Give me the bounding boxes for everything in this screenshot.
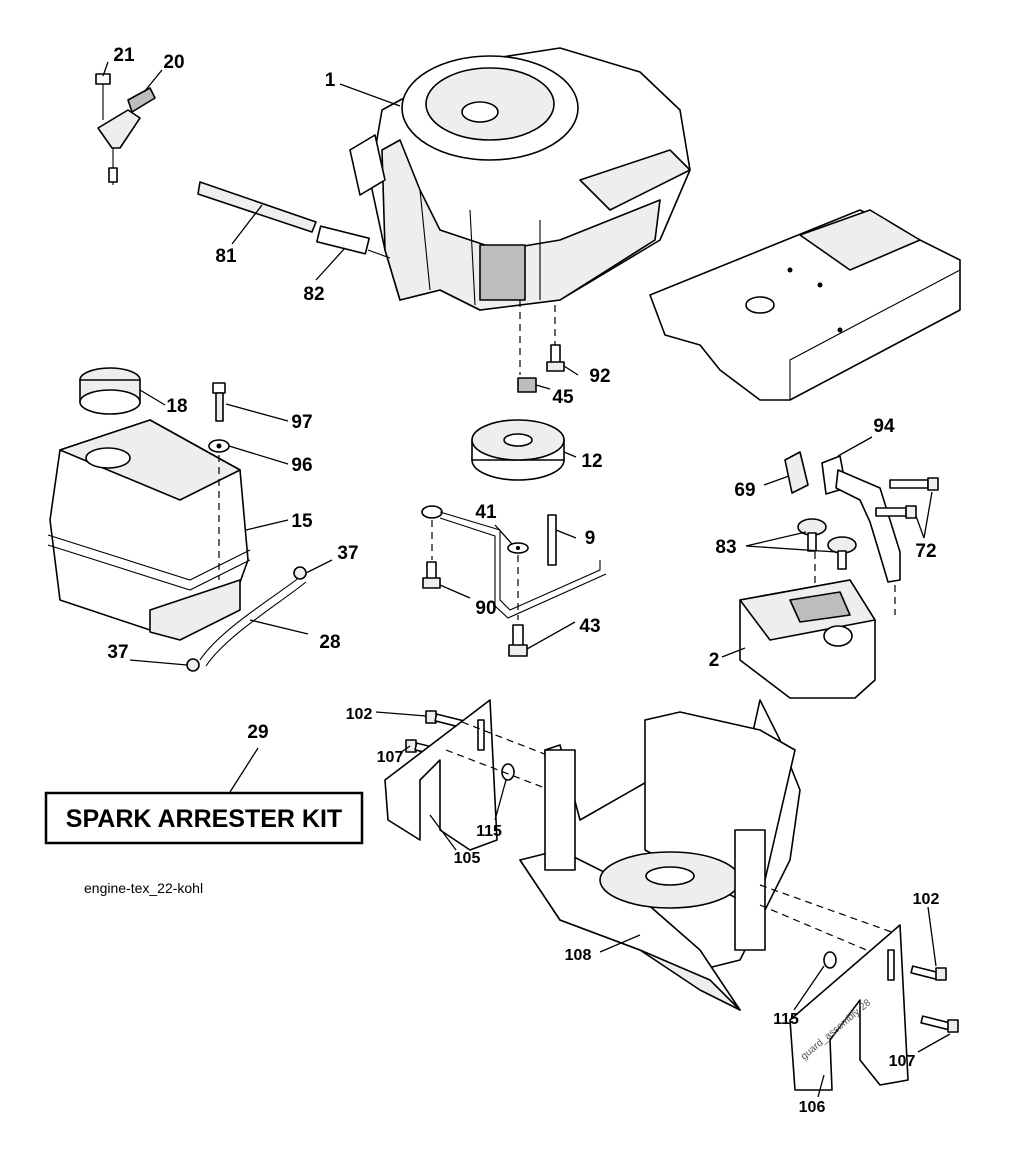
callout-1: 1 xyxy=(325,70,336,91)
callout-9: 9 xyxy=(585,528,596,549)
callout-115b: 115 xyxy=(773,1011,799,1028)
callout-92: 92 xyxy=(589,366,610,387)
knob-83b-part xyxy=(827,536,857,570)
hose-clamp-37b-part xyxy=(186,658,200,672)
callout-102a: 102 xyxy=(346,706,373,723)
callout-45: 45 xyxy=(552,387,574,408)
callout-37b: 37 xyxy=(107,642,128,663)
callout-115a: 115 xyxy=(476,823,502,840)
fuel-line-part xyxy=(199,576,307,667)
rod-9-part xyxy=(547,514,557,566)
bolt-43-part xyxy=(508,624,528,657)
gasket-69-part xyxy=(784,451,809,494)
callout-21: 21 xyxy=(113,45,135,66)
callout-15: 15 xyxy=(291,511,313,532)
callout-97: 97 xyxy=(291,412,312,433)
bolt-102a-part xyxy=(425,710,463,728)
callout-102b: 102 xyxy=(913,891,940,908)
callout-29: 29 xyxy=(247,722,268,743)
callout-82: 82 xyxy=(303,284,324,305)
collar-45-part xyxy=(517,377,537,393)
bolt-107b-part xyxy=(920,1015,959,1033)
diagram-id: engine-tex_22-kohl xyxy=(84,880,203,896)
leader-lines xyxy=(102,61,951,1098)
callout-108: 108 xyxy=(565,947,592,964)
engine-guard-part xyxy=(519,699,801,1011)
washer-96-part xyxy=(208,439,230,453)
kit-label: SPARK ARRESTER KIT xyxy=(66,805,342,833)
callout-72: 72 xyxy=(915,541,936,562)
fuel-filter-part xyxy=(316,225,391,259)
muffler-part xyxy=(739,579,876,699)
callout-69: 69 xyxy=(734,480,755,501)
callout-41: 41 xyxy=(475,502,497,523)
callout-43: 43 xyxy=(579,616,600,637)
callout-83: 83 xyxy=(715,537,736,558)
callout-107b: 107 xyxy=(889,1053,916,1070)
fuel-hose-part xyxy=(197,181,317,233)
bolt-92-part xyxy=(546,344,565,372)
bolt-90-part xyxy=(422,561,441,589)
callout-107a: 107 xyxy=(377,749,404,766)
spacer-115b-part xyxy=(823,951,837,969)
fuel-cap-part xyxy=(79,367,141,415)
callout-12: 12 xyxy=(581,451,602,472)
fuel-tank-part xyxy=(47,419,251,641)
knob-83a-part xyxy=(797,518,827,552)
engine-part xyxy=(349,47,691,311)
callout-81: 81 xyxy=(215,246,237,267)
spark-arrester-kit-box: SPARK ARRESTER KIT xyxy=(44,791,364,845)
pulley-part xyxy=(471,419,565,481)
callout-106: 106 xyxy=(799,1099,826,1116)
callout-2: 2 xyxy=(709,650,720,671)
washer-41-part xyxy=(507,542,529,554)
callout-18: 18 xyxy=(166,396,187,417)
idler-bracket-part xyxy=(421,505,607,619)
exhaust-pipe-94-part xyxy=(821,455,901,583)
callout-37a: 37 xyxy=(337,543,358,564)
hose-clamp-37a-part xyxy=(293,566,307,580)
bolt-102b-part xyxy=(910,965,947,981)
callout-105: 105 xyxy=(454,850,481,867)
throttle-control-part xyxy=(95,73,156,185)
callout-90: 90 xyxy=(475,598,496,619)
callout-94: 94 xyxy=(873,416,895,437)
bolt-72a-part xyxy=(889,477,939,491)
callout-20: 20 xyxy=(163,52,184,73)
bolt-97-part xyxy=(212,382,226,422)
callout-labels: 21 20 1 81 82 18 97 96 15 37 28 37 92 45… xyxy=(107,45,939,1116)
left-guard-plate-part xyxy=(384,699,498,851)
bolt-72b-part xyxy=(875,505,917,519)
mounting-plate-part xyxy=(649,209,961,401)
callout-28: 28 xyxy=(319,632,340,653)
callout-96: 96 xyxy=(291,455,312,476)
